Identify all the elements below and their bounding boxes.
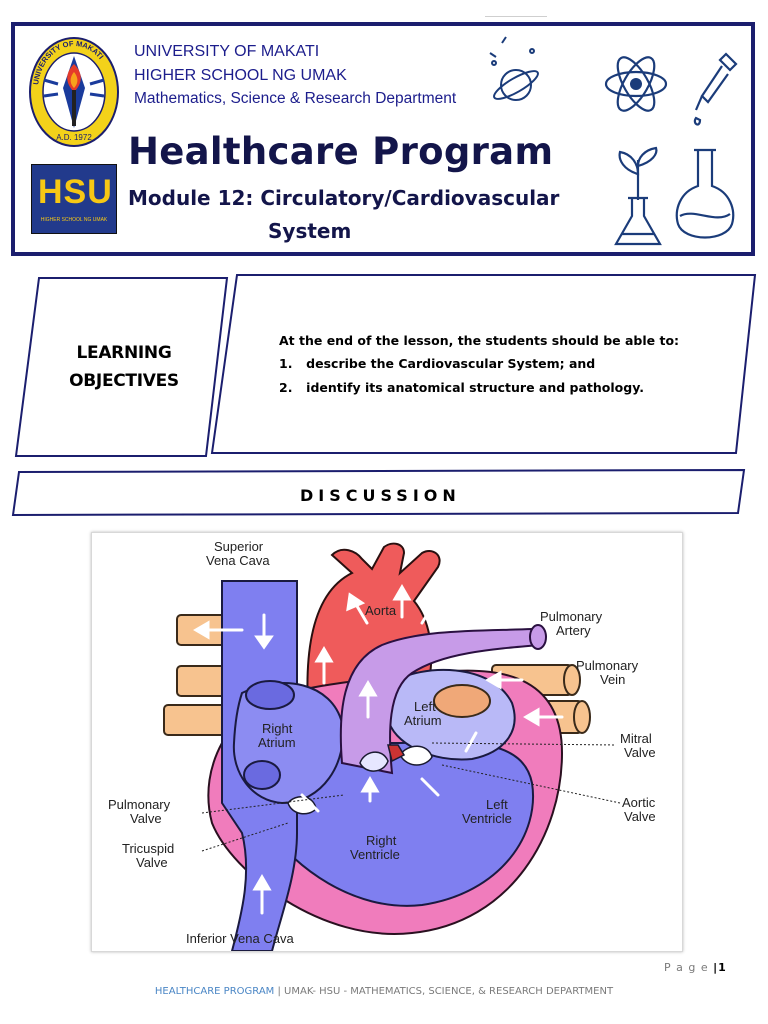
- plant-flask-icon: [608, 140, 670, 250]
- label-right-ventricle-2: Ventricle: [350, 847, 400, 862]
- school-name: HIGHER SCHOOL NG UMAK: [134, 66, 347, 85]
- round-flask-icon: [672, 146, 738, 250]
- label-left-ventricle-1: Left: [486, 797, 508, 812]
- label-right-atrium-2: Atrium: [258, 735, 296, 750]
- label-left-atrium-2: Atrium: [404, 713, 442, 728]
- label-superior-vena-cava-1: Superior: [214, 539, 264, 554]
- lo-label-line2: OBJECTIVES: [44, 367, 204, 395]
- program-title: Healthcare Program: [128, 130, 553, 173]
- objectives-intro: At the end of the lesson, the students s…: [279, 333, 679, 348]
- label-mitral-valve-1: Mitral: [620, 731, 652, 746]
- objective-number: 2.: [279, 380, 292, 395]
- label-mitral-valve-2: Valve: [624, 745, 656, 760]
- objective-text: identify its anatomical structure and pa…: [306, 380, 644, 395]
- hsu-logo: HSU HIGHER SCHOOL NG UMAK: [31, 164, 117, 234]
- footer-program: HEALTHCARE PROGRAM: [155, 986, 274, 997]
- top-rule: [485, 16, 547, 17]
- lo-label-line1: LEARNING: [44, 339, 204, 367]
- planet-flask-icon: [482, 33, 546, 123]
- label-pulmonary-artery-2: Artery: [556, 623, 591, 638]
- footer-department: UMAK- HSU - MATHEMATICS, SCIENCE, & RESE…: [284, 986, 613, 997]
- module-title-line2: System: [268, 219, 351, 243]
- label-superior-vena-cava-2: Vena Cava: [206, 553, 270, 568]
- hsu-logo-subtext: HIGHER SCHOOL NG UMAK: [34, 217, 114, 223]
- heart-diagram-panel: Superior Vena Cava Aorta Pulmonary Arter…: [91, 532, 683, 952]
- label-left-ventricle-2: Ventricle: [462, 811, 512, 826]
- label-pulmonary-vein-2: Vein: [600, 672, 625, 687]
- seal-bottom-text: A.D. 1972: [56, 133, 92, 142]
- objective-number: 1.: [279, 356, 292, 371]
- learning-objectives-label: LEARNING OBJECTIVES: [44, 339, 204, 395]
- label-right-atrium-1: Right: [262, 721, 293, 736]
- footer-line: HEALTHCARE PROGRAM | UMAK- HSU - MATHEMA…: [0, 986, 768, 997]
- label-aorta: Aorta: [365, 603, 397, 618]
- label-aortic-valve-2: Valve: [624, 809, 656, 824]
- label-pulmonary-vein-1: Pulmonary: [576, 658, 639, 673]
- atom-icon: [600, 40, 672, 128]
- module-title-line1: Module 12: Circulatory/Cardiovascular: [128, 186, 559, 210]
- label-tricuspid-valve-1: Tricuspid: [122, 841, 174, 856]
- label-pulmonary-artery-1: Pulmonary: [540, 609, 603, 624]
- page-word: P a g e: [664, 961, 709, 974]
- page-number-block: P a g e |1: [664, 961, 727, 974]
- dropper-icon: [690, 48, 742, 130]
- department-name: Mathematics, Science & Research Departme…: [134, 89, 456, 108]
- discussion-label: DISCUSSION: [300, 486, 461, 505]
- heart-diagram: Superior Vena Cava Aorta Pulmonary Arter…: [92, 533, 682, 951]
- objective-item: 2. identify its anatomical structure and…: [279, 380, 644, 395]
- label-pulmonary-valve-2: Valve: [130, 811, 162, 826]
- objective-item: 1. describe the Cardiovascular System; a…: [279, 356, 595, 371]
- label-tricuspid-valve-2: Valve: [136, 855, 168, 870]
- label-aortic-valve-1: Aortic: [622, 795, 656, 810]
- objective-text: describe the Cardiovascular System; and: [306, 356, 595, 371]
- page-number: 1: [718, 961, 727, 974]
- label-right-ventricle-1: Right: [366, 833, 397, 848]
- footer-divider: |: [274, 986, 284, 997]
- university-name: UNIVERSITY OF MAKATI: [134, 42, 319, 61]
- label-inferior-vena-cava: Inferior Vena Cava: [186, 931, 294, 946]
- university-seal-logo: UNIVERSITY OF MAKATI A.D. 1972: [28, 36, 120, 148]
- label-pulmonary-valve-1: Pulmonary: [108, 797, 171, 812]
- label-left-atrium-1: Left: [414, 699, 436, 714]
- hsu-logo-text: HSU: [38, 173, 110, 212]
